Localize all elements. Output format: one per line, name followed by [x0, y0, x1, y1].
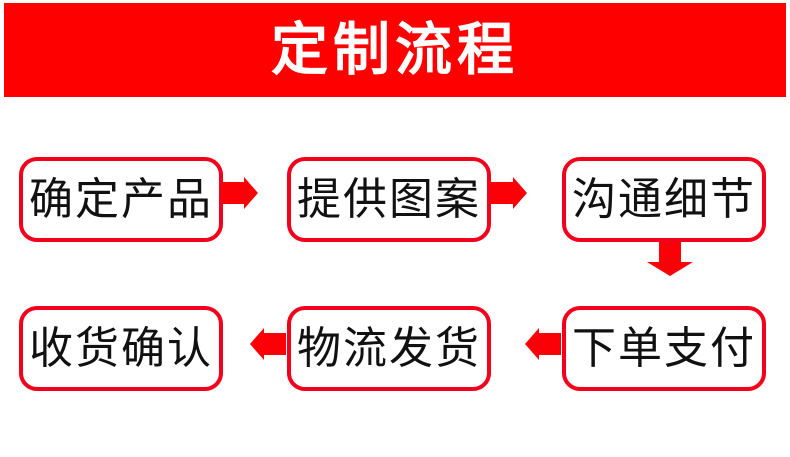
arrow-head	[647, 262, 693, 276]
down-arrow-icon	[647, 242, 693, 276]
arrow-tail	[264, 333, 286, 355]
right-arrow-icon	[222, 177, 258, 209]
arrow-head	[525, 328, 539, 360]
arrow-tail	[222, 182, 244, 204]
step-label-confirm-receipt: 收货确认	[29, 323, 213, 373]
step-box-confirm-receipt: 收货确认	[19, 306, 223, 391]
step-box-discuss-details: 沟通细节	[562, 157, 766, 242]
banner: 定制流程	[4, 3, 786, 97]
step-label-order-payment: 下单支付	[572, 323, 756, 373]
left-arrow-icon	[525, 328, 561, 360]
step-box-confirm-product: 确定产品	[19, 157, 223, 242]
arrow-head	[250, 328, 264, 360]
arrow-head	[513, 177, 527, 209]
step-label-confirm-product: 确定产品	[29, 174, 213, 224]
step-label-logistics-shipping: 物流发货	[297, 323, 481, 373]
step-box-logistics-shipping: 物流发货	[287, 306, 491, 391]
step-box-order-payment: 下单支付	[562, 306, 766, 391]
arrow-tail	[539, 333, 561, 355]
banner-title: 定制流程	[271, 17, 519, 82]
step-box-provide-artwork: 提供图案	[287, 157, 491, 242]
left-arrow-icon	[250, 328, 286, 360]
right-arrow-icon	[491, 177, 527, 209]
step-label-discuss-details: 沟通细节	[572, 174, 756, 224]
arrow-tail	[491, 182, 513, 204]
arrow-head	[244, 177, 258, 209]
step-label-provide-artwork: 提供图案	[297, 174, 481, 224]
arrow-tail	[659, 242, 681, 262]
